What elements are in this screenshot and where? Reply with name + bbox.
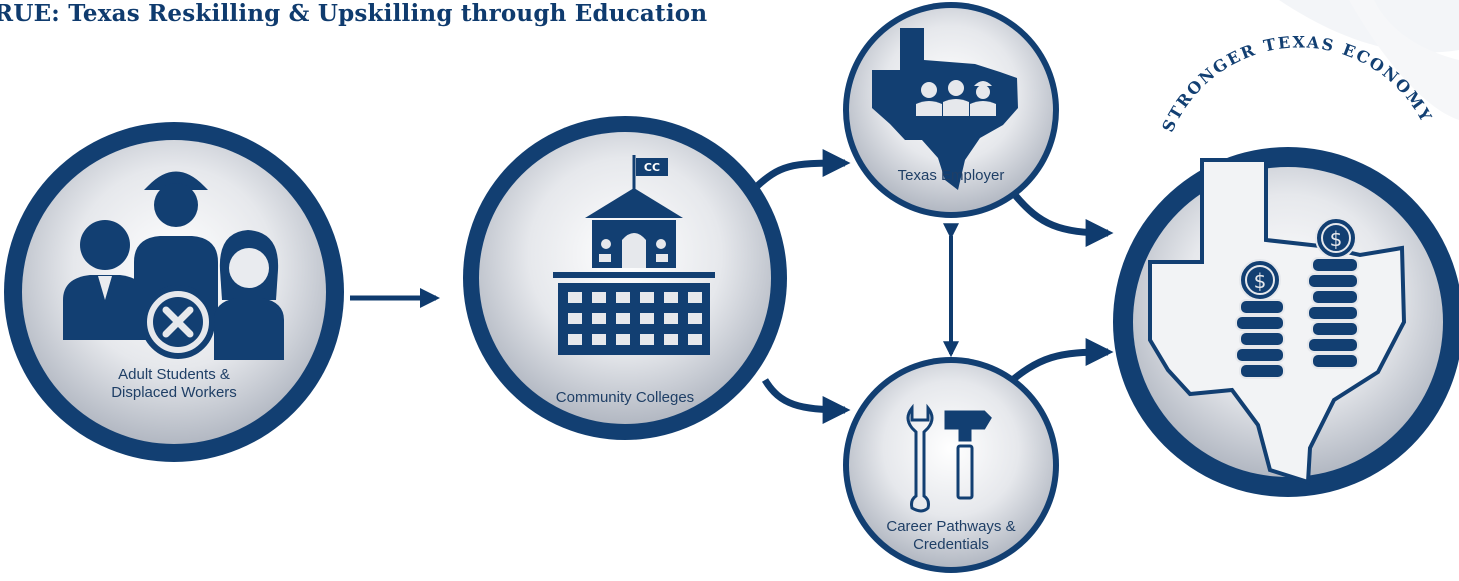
career-label-line2: Credentials — [913, 536, 989, 553]
svg-text:$: $ — [1254, 269, 1267, 293]
tools-icon — [906, 403, 992, 513]
node-texas-employer — [843, 2, 1059, 218]
adult-label-line1: Adult Students & — [118, 366, 230, 383]
node-career-pathways — [843, 357, 1059, 573]
arrow-college-to-career — [761, 378, 851, 424]
texas-employer-label: Texas Employer — [897, 167, 1005, 184]
arc-bottom: GREATER 60X30TX SUCCESS — [1163, 488, 1415, 566]
background-swirl — [1279, 0, 1459, 120]
career-pathways-label: Career Pathways & Credentials — [866, 518, 1036, 554]
arc-top: STRONGER TEXAS ECONOMY — [1158, 32, 1434, 135]
economy-arc-top-text: STRONGER TEXAS ECONOMY — [1158, 32, 1436, 135]
school-building-icon: CC — [553, 155, 715, 355]
adult-label-line2: Displaced Workers — [111, 384, 237, 401]
career-label-line1: Career Pathways & — [886, 518, 1016, 535]
node-community-colleges: CC — [463, 116, 787, 440]
arrow-employer-to-economy — [1012, 192, 1114, 247]
arrow-college-to-employer — [752, 149, 851, 191]
coin-stack-icon: $ $ — [1235, 217, 1359, 379]
adult-students-label: Adult Students & Displaced Workers — [94, 366, 254, 402]
svg-text:$: $ — [1330, 227, 1343, 251]
x-icon — [141, 285, 215, 359]
community-colleges-label: Community Colleges — [555, 389, 695, 406]
flag-text: CC — [644, 161, 660, 174]
economy-arc-bottom-text: GREATER 60X30TX SUCCESS — [1163, 488, 1416, 566]
page-title: RUE: Texas Reskilling & Upskilling throu… — [0, 0, 708, 27]
connectors — [350, 149, 1114, 424]
node-stronger-economy: $ $ STRONGER TEXAS ECONOMY GREATER 60X30… — [1113, 32, 1459, 566]
node-adult-students — [4, 122, 344, 462]
texas-map-icon — [872, 28, 1018, 190]
building-windows — [568, 292, 702, 345]
